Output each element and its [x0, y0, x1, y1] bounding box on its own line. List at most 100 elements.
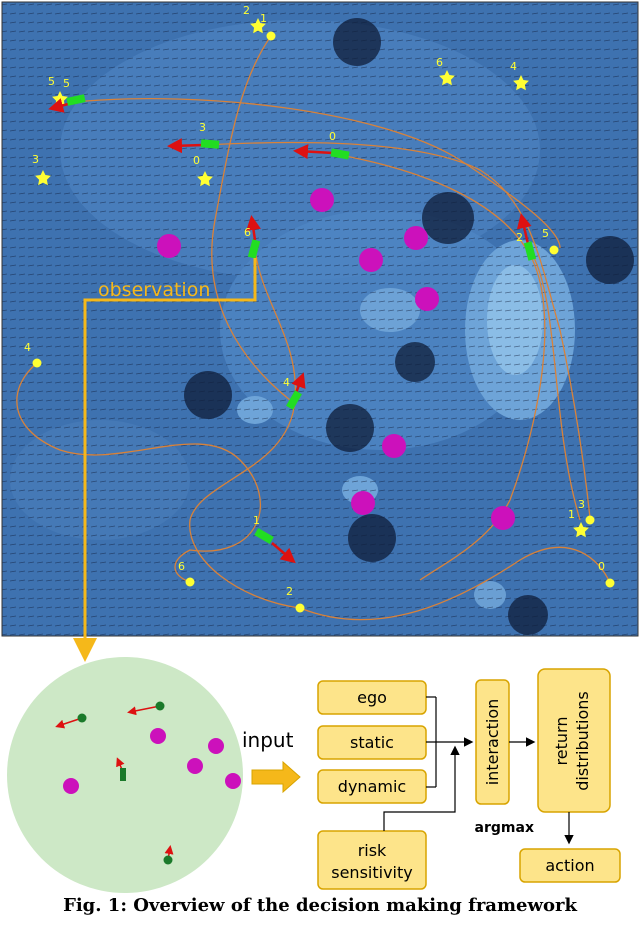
start-point	[266, 31, 276, 41]
start-label: 4	[24, 341, 31, 354]
input-arrow	[251, 760, 301, 794]
obstacle	[359, 248, 383, 272]
vortex	[586, 236, 634, 284]
obstacle	[351, 491, 375, 515]
goal-label: 1	[568, 508, 575, 521]
velocity-arrow	[291, 372, 306, 394]
goal-label: 3	[32, 153, 39, 166]
obstacle	[491, 506, 515, 530]
vortex	[422, 192, 474, 244]
trajectory-path	[339, 154, 546, 581]
robot	[523, 241, 537, 261]
obstacle	[63, 778, 79, 794]
robot	[200, 139, 220, 149]
obstacle	[310, 188, 334, 212]
start-label: 0	[598, 560, 605, 573]
trajectory-path	[74, 97, 561, 249]
robot-label: 2	[516, 231, 523, 244]
goal-label: 2	[243, 4, 250, 17]
input-label: input	[242, 728, 294, 752]
robot-label: 0	[329, 130, 336, 143]
trajectory-path	[529, 249, 581, 521]
start-label: 2	[286, 585, 293, 598]
vortex	[326, 404, 374, 452]
goal-star	[197, 171, 213, 187]
action-label: action	[545, 856, 594, 875]
obstacle	[208, 738, 224, 754]
goal-label: 4	[510, 60, 517, 73]
start-point	[185, 577, 195, 587]
obstacle	[382, 434, 406, 458]
figure-caption: Fig. 1: Overview of the decision making …	[63, 895, 577, 916]
robot-label: 4	[283, 376, 290, 389]
velocity-arrow	[271, 542, 296, 564]
velocity-arrow	[246, 215, 261, 241]
connector-arrow	[383, 745, 460, 831]
start-point	[605, 578, 615, 588]
robot-label: 1	[253, 514, 260, 527]
action-box	[519, 848, 621, 883]
agent-dot	[155, 701, 165, 711]
start-label: 6	[178, 560, 185, 573]
observation-label: observation	[98, 279, 210, 301]
ego-label: ego	[357, 688, 387, 707]
goal-label: 0	[193, 154, 200, 167]
ocean-map	[1, 1, 639, 637]
trajectory-path	[16, 362, 262, 583]
trajectory-path	[211, 35, 291, 401]
start-point	[585, 515, 595, 525]
network-diagram: ego static dynamic risk sensitivity inte…	[317, 668, 621, 890]
argmax-label: argmax	[475, 820, 534, 836]
ego-robot	[120, 768, 126, 781]
observation-connector	[73, 258, 257, 662]
vortex	[395, 342, 435, 382]
robot	[330, 148, 350, 160]
return-label-line2: distributions	[573, 691, 592, 791]
start-label: 3	[578, 498, 585, 511]
start-label: 5	[542, 227, 549, 240]
vortex	[184, 371, 232, 419]
goal-label: 5	[48, 75, 55, 88]
start-point	[295, 603, 305, 613]
start-points	[32, 31, 615, 613]
observation-view	[7, 657, 243, 893]
velocity-arrow	[293, 144, 334, 160]
robot	[286, 390, 302, 410]
goal-label: 6	[436, 56, 443, 69]
obstacle	[157, 234, 181, 258]
goal-star	[573, 522, 589, 538]
trajectory-path	[189, 247, 301, 609]
observation-callout: observation	[73, 258, 257, 662]
goal-star	[35, 170, 51, 186]
obstacles	[157, 188, 515, 530]
obstacle	[225, 773, 241, 789]
static-label: static	[350, 733, 394, 752]
trajectories	[16, 35, 611, 621]
robot	[247, 239, 261, 259]
agent-dot	[163, 855, 173, 865]
trajectory-path	[299, 546, 611, 621]
obstacle	[187, 758, 203, 774]
vortex-group	[184, 18, 634, 635]
map-border	[1, 1, 639, 637]
velocity-arrow	[127, 705, 161, 716]
robot-label: 1	[260, 12, 267, 25]
goal-star	[513, 75, 529, 91]
velocity-arrow	[516, 213, 532, 245]
map-labels: 2 1 6 4 5 5 3 0 3 0 6 2 5 4 4 3 1 1 6 0 …	[24, 4, 605, 598]
robot-label: 6	[244, 226, 251, 239]
risk-label-line2: sensitivity	[331, 863, 412, 882]
obstacle	[404, 226, 428, 250]
risk-label-line1: risk	[358, 841, 387, 860]
goal-star	[439, 70, 455, 86]
return-distributions-box	[537, 668, 611, 813]
vortex	[508, 595, 548, 635]
goal-star	[250, 18, 266, 34]
robots	[48, 94, 537, 564]
dynamic-label: dynamic	[338, 777, 406, 796]
robot	[254, 528, 274, 544]
robot	[66, 94, 86, 106]
vortex	[348, 514, 396, 562]
return-label-line1: return	[552, 717, 571, 766]
